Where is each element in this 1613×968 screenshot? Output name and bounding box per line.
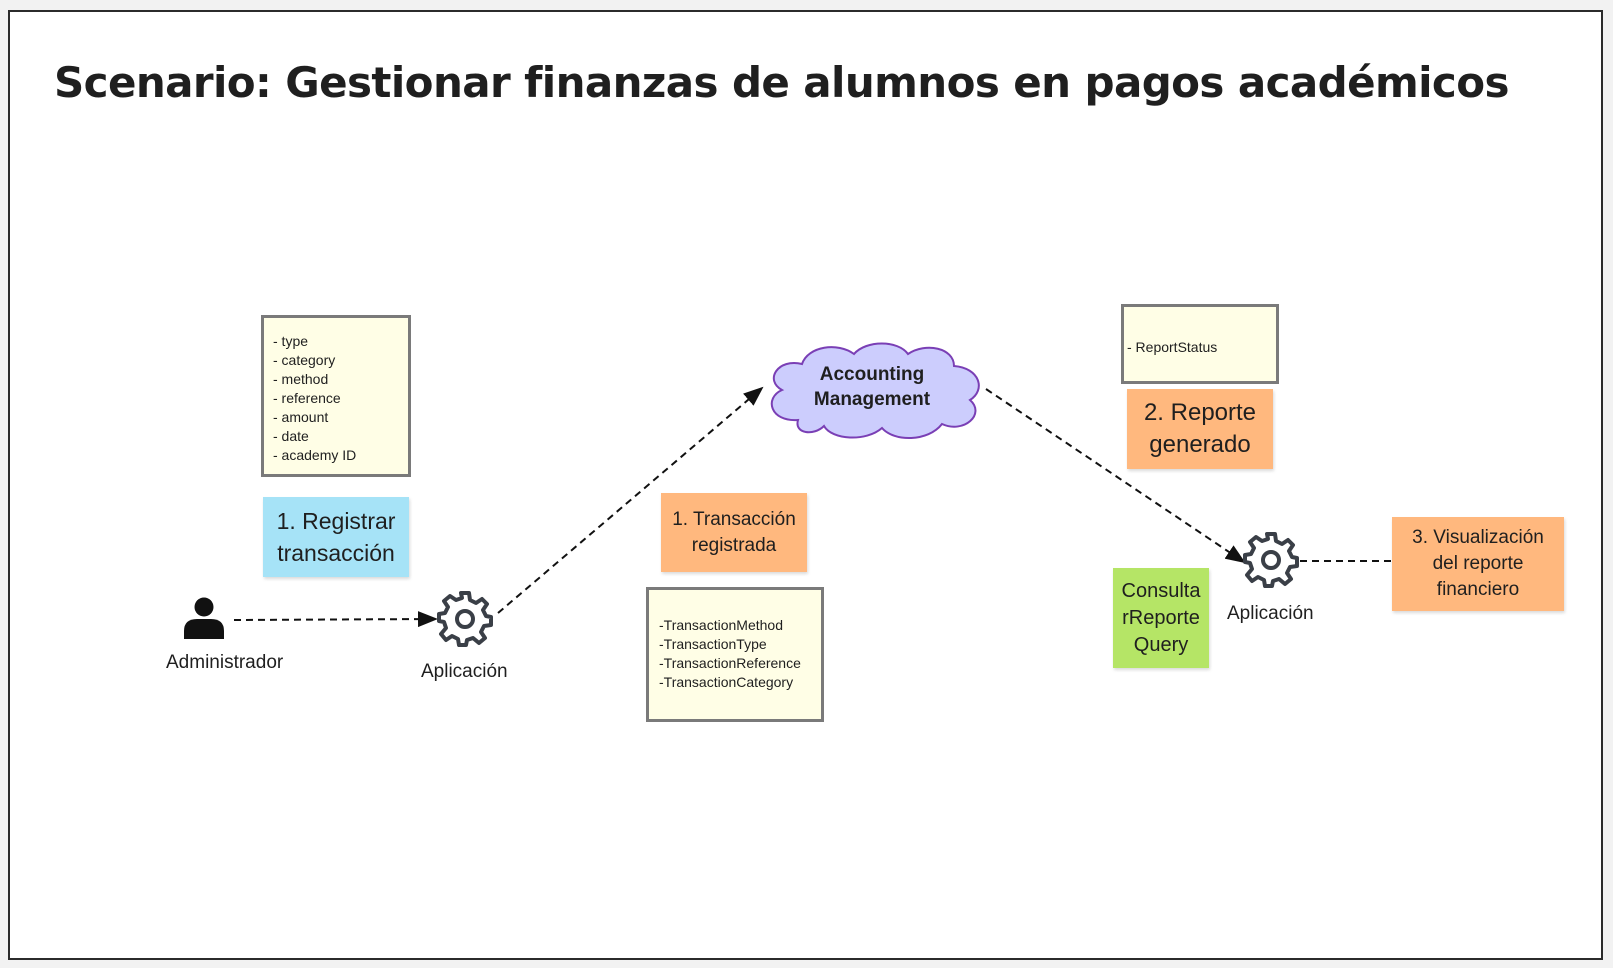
field-item: - method [273, 371, 329, 387]
system-label: Accounting Management [813, 364, 931, 410]
arrow-system-to-app [985, 388, 1246, 564]
field-item: - reference [273, 390, 341, 406]
view-note: 3. Visualización del reporte financiero [1392, 517, 1564, 611]
command-fields-box: - type - category - method - reference -… [261, 315, 411, 477]
event-note-transaccion: 1. Transacción registrada [661, 493, 807, 572]
app-label-1: Aplicación [421, 661, 508, 682]
actor-label: Administrador [166, 652, 284, 673]
field-item: - ReportStatus [1127, 339, 1218, 355]
field-item: - category [273, 352, 336, 368]
field-item: -TransactionMethod [659, 617, 783, 633]
gear-icon [1243, 532, 1299, 588]
gear-icon [437, 591, 493, 647]
arrow-actor-to-app [233, 611, 438, 628]
canvas-frame [8, 10, 1603, 960]
field-item: -TransactionCategory [659, 674, 794, 690]
event-fields-box: -TransactionMethod -TransactionType -Tra… [646, 587, 824, 722]
field-item: - academy ID [273, 447, 357, 463]
event-note-reporte: 2. Reporte generado [1127, 389, 1273, 469]
field-item: -TransactionReference [659, 655, 801, 671]
field-item: - date [273, 428, 309, 444]
arrow-app-to-system [497, 386, 764, 614]
query-note: ConsultarReporteQuery [1113, 568, 1209, 668]
report-fields-box: - ReportStatus [1121, 304, 1279, 384]
field-item: -TransactionType [659, 636, 767, 652]
scenario-title: Scenario: Gestionar finanzas de alumnos … [54, 58, 1509, 107]
command-note: 1. Registrar transacción [263, 497, 409, 577]
person-icon [184, 597, 224, 639]
cloud-icon [770, 342, 980, 440]
app-label-2: Aplicación [1227, 603, 1314, 624]
field-item: - type [273, 333, 309, 349]
field-item: - amount [273, 409, 329, 425]
